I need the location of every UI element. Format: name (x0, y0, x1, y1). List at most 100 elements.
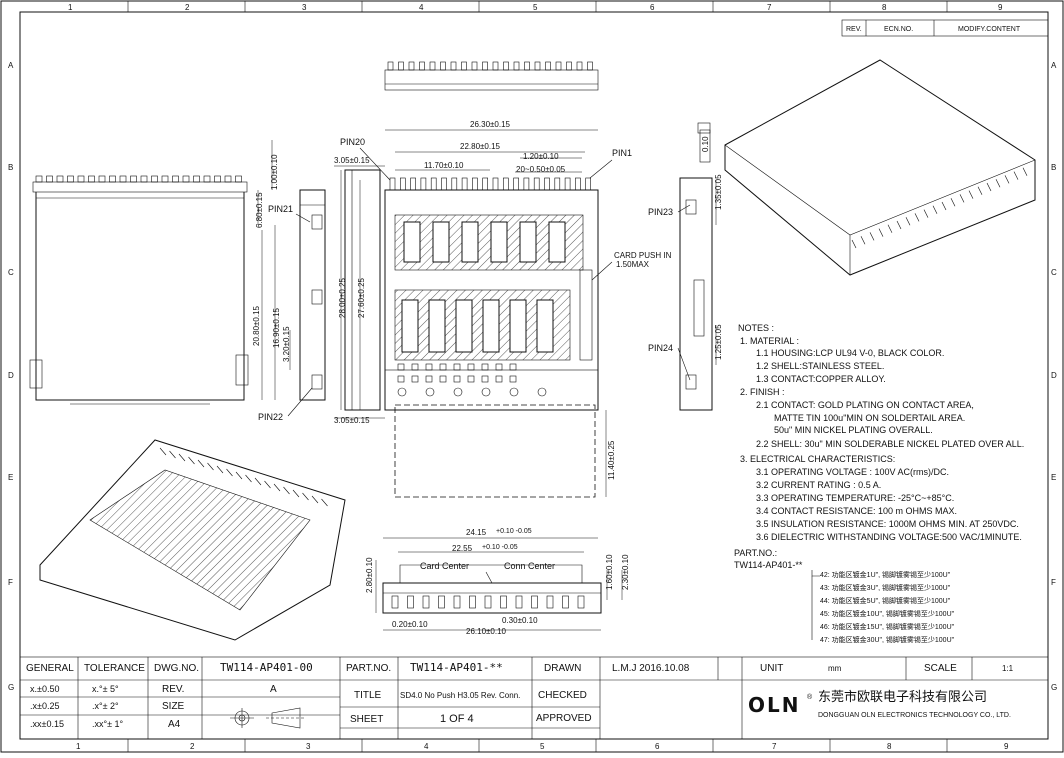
contact-tail (482, 177, 489, 191)
note-line-9: 2.2 SHELL: 30u" MIN SOLDERABLE NICKEL PL… (756, 439, 1024, 449)
contact-window (536, 299, 554, 353)
iso-contact-tooth (245, 474, 252, 483)
part-no-value-tb: TW114-AP401-** (410, 661, 503, 674)
housing-hole (495, 363, 503, 371)
housing-hole (467, 363, 475, 371)
top-contact-tooth (408, 61, 415, 71)
col-marker-2: 2 (185, 3, 190, 12)
note-line-14: 3.4 CONTACT RESISTANCE: 100 m OHMS MAX. (756, 506, 957, 516)
side-contact-tooth (130, 175, 137, 183)
dim-11-70: 11.70±0.10 (424, 161, 464, 170)
company-name-cn: 东莞市欧联电子科技有限公司 (818, 689, 987, 704)
dim-1-00: 1.00±0.10 (270, 154, 279, 190)
note-line-1: 1. MATERIAL : (740, 336, 799, 346)
notes-title: NOTES : (738, 323, 774, 333)
sheet-label: SHEET (350, 714, 383, 725)
right-side-view (679, 177, 713, 411)
side-contact-tooth (161, 175, 169, 183)
dwg-no-value: TW114-AP401-00 (220, 661, 313, 674)
dim-3-05-bottom: 3.05±0.15 (334, 416, 370, 425)
tol-angle-2: .x°± 2° (92, 701, 119, 711)
card-push-label-2: 1.50MAX (616, 260, 650, 269)
side-contact-tooth (56, 175, 64, 183)
front-pin (438, 595, 445, 609)
contact-tail (492, 177, 499, 191)
part-option-46: 46: 功能区镀金15U", 锡脚镀雾锡至少100U" (820, 622, 955, 631)
contact-tail (513, 177, 519, 191)
contact-tail (585, 177, 592, 191)
housing-hole (425, 363, 433, 371)
housing-hole (481, 363, 489, 371)
side-contact-tooth (98, 175, 106, 183)
dim-20-pitch: 20~0.50±0.05 (516, 165, 566, 174)
col-marker-1: 1 (68, 3, 73, 12)
dimensions: 26.30±0.15 22.80±0.15 11.70±0.10 1.20±0.… (252, 120, 723, 636)
side-contact-tooth (151, 175, 158, 183)
top-contact-tooth (492, 61, 499, 71)
col-marker-8: 8 (882, 3, 887, 12)
side-contact-tooth (193, 175, 200, 183)
side-contact-tooth (119, 175, 127, 183)
iso-contact-tooth (216, 465, 224, 474)
side-contact-tooth (35, 175, 43, 183)
note-line-10: 3. ELECTRICAL CHARACTERISTICS: (740, 454, 895, 464)
pin21-label: PIN21 (268, 204, 293, 214)
contact-tail (389, 177, 396, 191)
contact-tail (533, 177, 540, 191)
housing-hole (453, 375, 461, 383)
top-contact-tooth (513, 61, 520, 71)
iso-contact-tooth (169, 450, 176, 459)
side-profile-view-2 (344, 169, 381, 411)
row-marker-g-right: G (1051, 683, 1057, 692)
dim-1-20: 1.20±0.10 (523, 152, 559, 161)
top-contact-tooth (524, 61, 530, 71)
housing-hole (425, 375, 433, 383)
main-front-view (384, 177, 599, 498)
housing-hole (439, 375, 447, 383)
row-marker-e-left: E (8, 473, 13, 482)
housing-hole (411, 375, 419, 383)
iso-contact-tooth (977, 186, 983, 195)
row-markers: A B C D E F G A B C D E F G (8, 61, 1057, 692)
row-marker-a-right: A (1051, 61, 1057, 70)
side-contact-tooth (203, 175, 211, 183)
housing-round-hole (397, 387, 407, 397)
side-contact-tooth (77, 175, 85, 183)
iso-contact-tooth (986, 182, 992, 192)
contact-tail (472, 177, 478, 191)
rev-header: REV. (846, 26, 862, 33)
part-no-base: TW114-AP401-** (734, 560, 803, 570)
iso-contact-tooth (188, 456, 195, 465)
dim-2-30: 2.30±0.10 (621, 554, 630, 590)
contact-tail (564, 177, 571, 191)
note-line-13: 3.3 OPERATING TEMPERATURE: -25°C~+85°C. (756, 493, 954, 503)
iso-contact-tooth (905, 217, 911, 226)
ecn-header: ECN.NO. (884, 26, 913, 33)
top-contact-tooth (534, 61, 541, 71)
scale-value: 1:1 (1002, 664, 1014, 673)
housing-hole (495, 375, 503, 383)
note-line-2: 1.1 HOUSING:LCP UL94 V-0, BLACK COLOR. (756, 348, 944, 358)
front-pin (500, 595, 507, 609)
contact-tail (451, 177, 458, 191)
iso-contact-tooth (860, 236, 866, 245)
dim-1-25: 1.25±0.05 (714, 324, 723, 360)
top-contact-tooth (555, 61, 562, 71)
isometric-view-top (699, 59, 1036, 276)
pin22-label: PIN22 (258, 412, 283, 422)
dim-11-40: 11.40±0.25 (607, 440, 616, 480)
top-contact-tooth (429, 61, 436, 71)
sheet-value: 1 OF 4 (440, 713, 474, 725)
housing-hole (467, 375, 475, 383)
side-contact-tooth (172, 175, 179, 183)
iso-contact-tooth (896, 220, 902, 230)
card-outline-dashed (394, 404, 596, 498)
dim-3-20: 3.20±0.15 (282, 326, 291, 362)
front-pin (422, 595, 430, 609)
housing-round-hole (481, 387, 491, 397)
top-contact-tooth (545, 61, 551, 71)
company-logo: OLN (748, 693, 800, 717)
iso-contact-tooth (1022, 167, 1028, 176)
contact-tail (575, 177, 581, 191)
